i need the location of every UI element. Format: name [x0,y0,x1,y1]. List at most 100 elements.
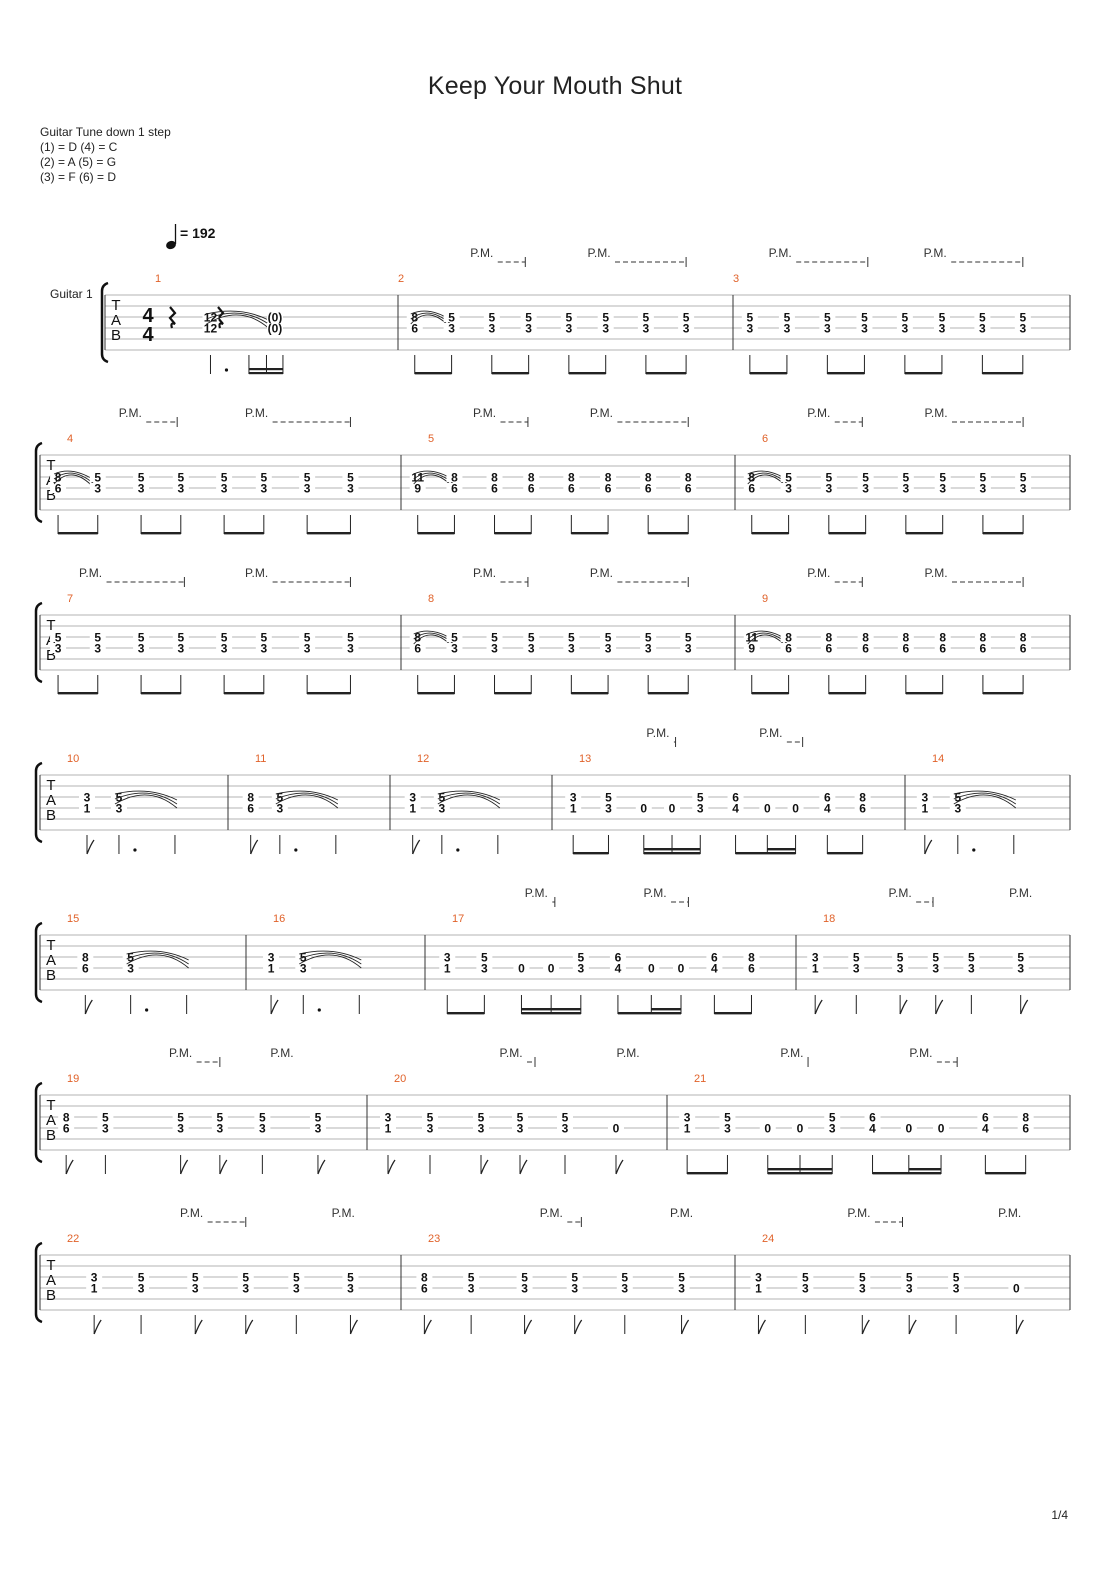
fret-number: 3 [902,322,909,336]
fret-bg [516,1283,533,1293]
fret-bg [133,472,150,482]
fret-number: 8 [645,471,652,485]
fret-number: 5 [427,1111,434,1125]
fret-number: 3 [939,482,946,496]
beam-line [307,532,351,535]
fret-bg [543,963,560,973]
fret-bg [89,472,106,482]
fret-bg [560,323,577,333]
fret-bg [513,963,530,973]
fret-number: 0 [792,802,799,816]
fret-number: 5 [517,1111,524,1125]
fret-number: 3 [488,322,495,336]
fret-bg [791,1123,808,1133]
fret-number: 3 [481,962,488,976]
fret-number: 5 [1019,311,1026,325]
note-flag [180,1159,189,1175]
fret-number: 3 [755,1271,762,1285]
fret-number: 5 [138,1271,145,1285]
fret-bg [1015,643,1032,653]
fret-number: 8 [859,791,866,805]
fret-bg [242,803,259,813]
fret-bg [643,963,660,973]
system-bracket [34,441,43,524]
fret-number: 5 [347,631,354,645]
fret-number: 3 [304,642,311,656]
fret-bg [759,1123,776,1133]
fret-number: 8 [528,471,535,485]
fret-bg [237,1272,254,1282]
fret-bg [446,632,463,642]
palm-mute-label: P.M. [909,1046,932,1060]
fret-bg [706,952,723,962]
fret-number: 0 [764,802,771,816]
fret-bg [486,632,503,642]
fret-bg [404,803,421,813]
note-flag [480,1159,489,1175]
fret-bg [566,1283,583,1293]
fret-number: 3 [939,322,946,336]
fret-bg [566,1272,583,1282]
fret-number: 3 [802,1282,809,1296]
fret-bg [342,1272,359,1282]
slur-arc [206,312,269,325]
fret-bg [486,472,503,482]
fret-number: 5 [138,471,145,485]
fret-number: 8 [862,631,869,645]
fret-bg [864,1123,881,1133]
fret-number: 5 [621,1271,628,1285]
fret-number: 5 [824,311,831,325]
beam-line [735,852,796,855]
beam-line [141,532,181,535]
note-flag [86,839,95,855]
fret-number: 3 [862,482,869,496]
fret-number: 5 [217,1111,224,1125]
fret-bg [600,483,617,493]
fret-bg [97,1112,114,1122]
beam-line [224,532,264,535]
beam-line [307,692,351,695]
fret-number: 8 [785,631,792,645]
measure-number: 5 [428,433,434,445]
fret-number: 5 [683,311,690,325]
fret-number: 3 [906,1282,913,1296]
fret-number: 8 [55,471,62,485]
fret-bg [640,643,657,653]
fret-number: 1 [921,802,928,816]
fret-number: 3 [304,482,311,496]
note-flag [387,1159,396,1175]
note-flag [861,1319,870,1335]
fret-bg [97,1123,114,1133]
fret-bg [242,792,259,802]
note-flag [615,1159,624,1175]
fret-bg [476,952,493,962]
fret-number: 5 [177,1111,184,1125]
fret-bg [780,643,797,653]
fret-bg [463,1283,480,1293]
fret-number: 5 [221,631,228,645]
fret-bg [187,1283,204,1293]
fret-bg [743,963,760,973]
tab-clef-letter: A [46,1112,56,1129]
fret-bg [664,803,681,813]
fret-bg [609,963,626,973]
fret-number: 5 [521,1271,528,1285]
note-flag [757,1319,766,1335]
fret-number: 8 [82,951,89,965]
fret-number: 1 [570,802,577,816]
fret-number: 5 [221,471,228,485]
fret-bg [446,472,463,482]
fret-bg [187,1272,204,1282]
beam-line [872,1172,942,1175]
note-flag [814,999,823,1015]
fret-number: 5 [685,631,692,645]
fret-bg [512,1123,528,1133]
fret-bg [706,963,723,973]
fret-number: 5 [448,311,455,325]
beam-line [687,1172,728,1175]
tab-clef-letter: B [46,1287,56,1304]
beam-line [982,692,1024,695]
fret-bg [380,1112,396,1122]
fret-number: 5 [491,631,498,645]
fret-bg [780,632,797,642]
